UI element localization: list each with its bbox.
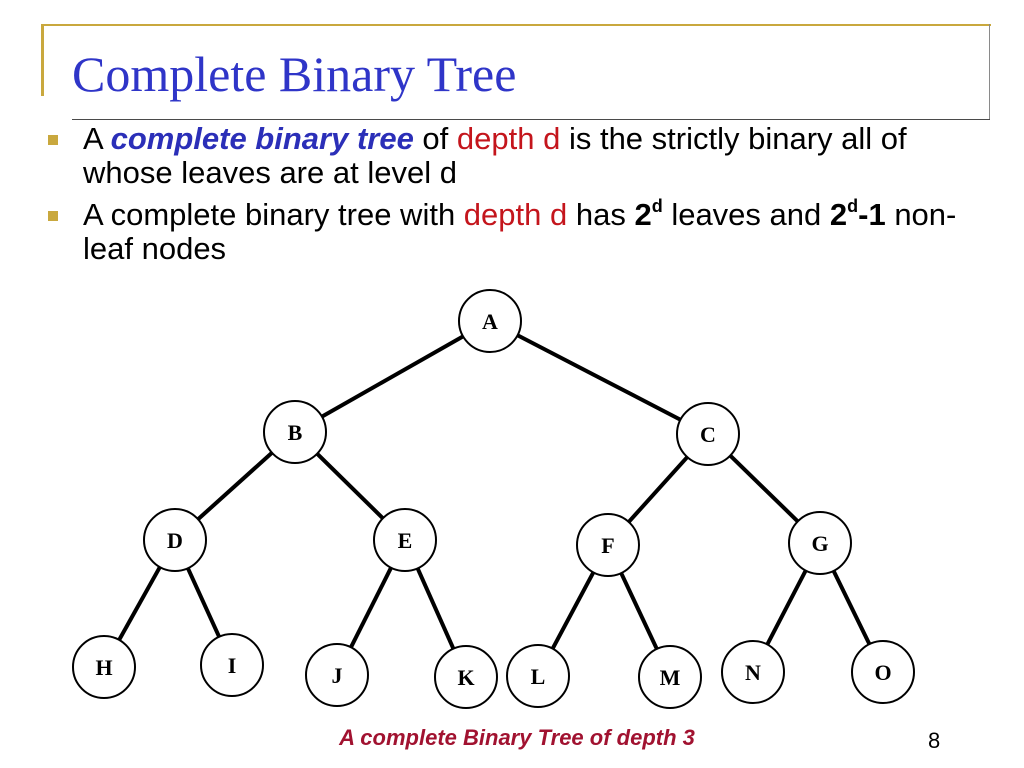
tree-node-circle <box>788 511 852 575</box>
tree-edges <box>117 333 872 650</box>
tree-node-circle <box>373 508 437 572</box>
tree-node-label: I <box>228 653 237 678</box>
tree-edge-b-e <box>315 452 385 520</box>
tree-edge-e-k <box>415 567 456 650</box>
tree-node-j: J <box>305 643 369 707</box>
bullet-text: is the strictly binary all of whose leav… <box>83 121 907 190</box>
tree-node-label: O <box>874 660 891 685</box>
leaf-count-exponent: d <box>651 195 663 216</box>
tree-node-circle <box>200 633 264 697</box>
tree-edge-d-h <box>117 566 162 641</box>
tree-node-label: E <box>398 528 413 553</box>
decorative-top-line <box>41 24 991 26</box>
tree-node-circle <box>506 644 570 708</box>
nonleaf-count-base: 2 <box>829 197 848 232</box>
tree-node-circle <box>434 645 498 709</box>
tree-node-circle <box>263 400 327 464</box>
tree-edge-c-f <box>627 455 689 524</box>
tree-edge-g-n <box>765 569 808 646</box>
tree-node-label: F <box>601 533 614 558</box>
term-depth-d: depth d <box>463 197 568 232</box>
tree-node-circle <box>638 645 702 709</box>
tree-node-circle <box>458 289 522 353</box>
bullet-square-icon <box>48 135 58 145</box>
nonleaf-count-minus-one: -1 <box>858 197 886 232</box>
binary-tree-diagram: A B C D E F G H I J K L M N O <box>72 289 915 709</box>
tree-edge-a-c <box>516 333 682 422</box>
tree-node-l: L <box>506 644 570 708</box>
tree-edge-d-i <box>186 567 221 638</box>
tree-node-g: G <box>788 511 852 575</box>
bullet-square-icon <box>48 211 58 221</box>
tree-node-circle <box>576 513 640 577</box>
tree-edge-b-d <box>196 451 274 521</box>
tree-node-label: D <box>167 528 183 553</box>
tree-node-label: A <box>482 309 498 334</box>
tree-node-h: H <box>72 635 136 699</box>
tree-node-f: F <box>576 513 640 577</box>
tree-node-circle <box>72 635 136 699</box>
tree-node-label: B <box>288 420 303 445</box>
tree-edge-f-l <box>550 571 596 650</box>
tree-node-b: B <box>263 400 327 464</box>
term-complete-binary-tree: complete binary tree <box>110 121 414 156</box>
tree-node-c: C <box>676 402 740 466</box>
tree-node-k: K <box>434 645 498 709</box>
nonleaf-count-exponent: d <box>847 195 859 216</box>
bullet-text: of <box>413 121 457 156</box>
tree-node-m: M <box>638 645 702 709</box>
bullet-text: non-leaf nodes <box>83 197 957 266</box>
tree-node-circle <box>676 402 740 466</box>
tree-edge-f-m <box>619 572 659 650</box>
tree-node-label: H <box>95 655 112 680</box>
tree-node-circle <box>143 508 207 572</box>
tree-node-n: N <box>721 640 785 704</box>
bullet-text: leaves and <box>662 197 830 232</box>
tree-node-circle <box>851 640 915 704</box>
bullet-text: A complete binary tree with <box>83 197 464 232</box>
decorative-left-bar <box>41 24 44 96</box>
tree-edge-a-b <box>320 334 465 419</box>
tree-edge-c-g <box>728 454 800 523</box>
tree-node-label: M <box>660 665 681 690</box>
page-number: 8 <box>928 728 941 753</box>
tree-node-label: L <box>531 664 546 689</box>
tree-node-o: O <box>851 640 915 704</box>
tree-node-i: I <box>200 633 264 697</box>
bullet-item-definition: A complete binary tree of depth d is the… <box>48 122 988 190</box>
tree-edge-e-j <box>349 566 393 649</box>
tree-node-d: D <box>143 508 207 572</box>
slide-title: Complete Binary Tree <box>72 46 517 102</box>
bullet-text: A <box>83 121 111 156</box>
tree-edge-g-o <box>831 569 872 646</box>
tree-node-a: A <box>458 289 522 353</box>
tree-node-label: N <box>745 660 761 685</box>
term-depth-d: depth d <box>456 121 561 156</box>
bullet-list: A complete binary tree of depth d is the… <box>48 122 988 274</box>
tree-node-label: J <box>332 663 343 688</box>
bullet-item-leaf-count: A complete binary tree with depth d has … <box>48 195 988 266</box>
tree-node-label: K <box>457 665 474 690</box>
tree-node-circle <box>721 640 785 704</box>
leaf-count-base: 2 <box>634 197 652 232</box>
tree-node-circle <box>305 643 369 707</box>
tree-node-label: G <box>811 531 828 556</box>
tree-node-label: C <box>700 422 716 447</box>
bullet-text: has <box>567 197 635 232</box>
tree-node-e: E <box>373 508 437 572</box>
decorative-right-line <box>989 24 990 120</box>
figure-caption: A complete Binary Tree of depth 3 <box>339 725 695 750</box>
title-underline <box>72 119 990 120</box>
tree-nodes: A B C D E F G H I J K L M N O <box>72 289 915 709</box>
